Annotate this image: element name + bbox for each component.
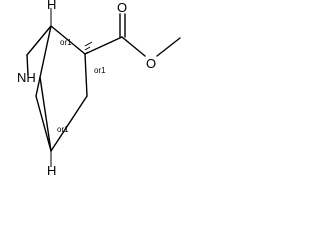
carbonyl-oxygen-label: O (117, 0, 127, 15)
top-stereo-label: or1 (60, 38, 72, 47)
bond-c2-n (26, 54, 29, 76)
top-hydrogen-label: H (47, 0, 56, 12)
bottom-stereo-label: or1 (57, 125, 69, 134)
bond-bridge-up (35, 25, 52, 97)
bond-c6-c4 (50, 95, 88, 152)
ester-oxygen-label: O (146, 56, 156, 71)
bond-carboxyl-oxygen (121, 36, 146, 57)
bond-n-c4 (39, 76, 52, 152)
bond-oxygen-methyl (156, 37, 181, 57)
ester-carbon-stereo-label: or1 (94, 66, 106, 75)
molecule-drawing: O O NH H H or1 or1 or1 (17, 0, 181, 178)
bond-c1-c5 (50, 25, 86, 55)
bond-c1-c2 (26, 25, 52, 56)
bond-c5-carboxyl (84, 36, 123, 55)
bottom-hydrogen-label: H (47, 163, 56, 178)
chemical-structure-diagram: O O NH H H or1 or1 or1 (0, 0, 194, 178)
bond-c5-c6 (84, 53, 88, 97)
nitrogen-label: NH (17, 70, 36, 85)
hashed-wedge-bond (50, 8, 93, 167)
bond-bridge-down (35, 95, 52, 152)
